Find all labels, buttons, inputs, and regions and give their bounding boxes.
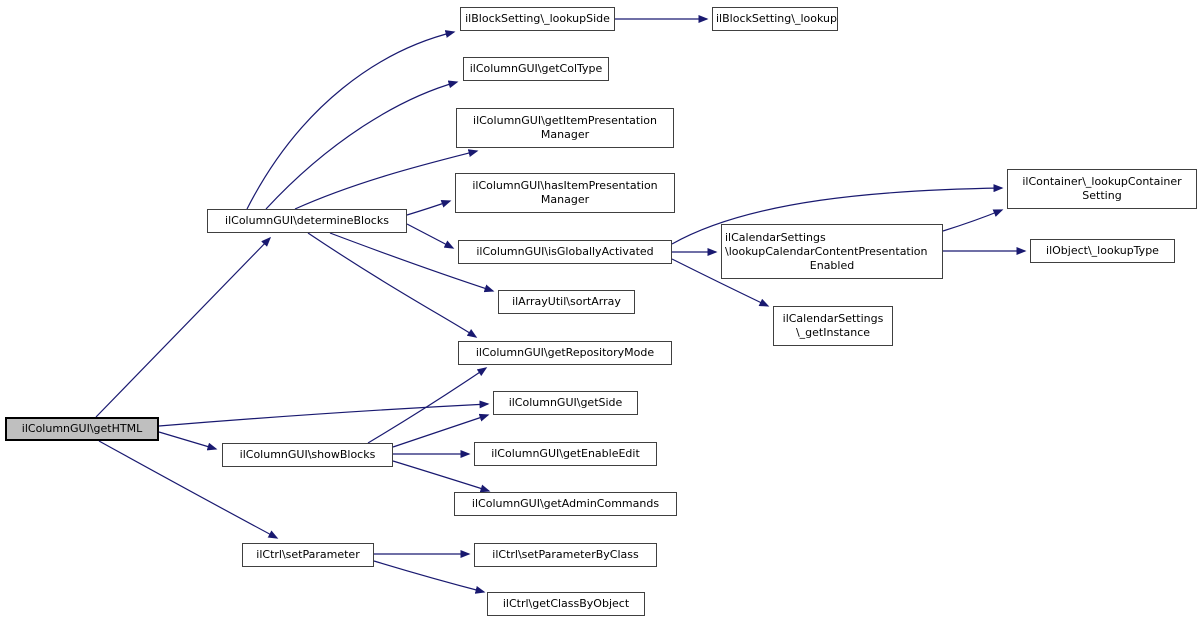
node-label: ilColumnGUI\hasItemPresentation [472,179,658,192]
node-label: ilColumnGUI\isGloballyActivated [476,245,654,258]
node-label: Manager [540,128,590,141]
node-lookupCalendarContentPresentationEnabled[interactable]: ilCalendarSettings\lookupCalendarContent… [721,224,943,279]
node-getRepositoryMode[interactable]: ilColumnGUI\getRepositoryMode [458,341,672,365]
node-getInstance[interactable]: ilCalendarSettings\_getInstance [773,306,893,346]
node-label: \_getInstance [795,326,871,339]
node-label: Setting [1082,189,1122,202]
node-label: Enabled [809,258,855,272]
edge-determineBlocks-to-getRepositoryMode [307,232,478,338]
node-label: ilObject\_lookupType [1046,244,1159,257]
edge-determineBlocks-to-hasItemPresentationManager [406,200,452,216]
node-determineBlocks[interactable]: ilColumnGUI\determineBlocks [207,209,407,233]
node-getAdminCommands[interactable]: ilColumnGUI\getAdminCommands [454,492,677,516]
node-getClassByObject[interactable]: ilCtrl\getClassByObject [487,592,645,616]
node-lookup[interactable]: ilBlockSetting\_lookup [712,7,838,31]
node-label: ilColumnGUI\getHTML [21,422,143,435]
edge-determineBlocks-to-isGloballyActivated [406,223,455,249]
edge-determineBlocks-to-getColType [265,80,459,210]
node-label: \lookupCalendarContentPresentation [725,244,928,258]
node-label: ilCtrl\setParameter [256,548,360,561]
node-label: ilContainer\_lookupContainer [1022,175,1182,188]
edge-showBlocks-to-getSide [392,413,490,448]
edge-determineBlocks-to-lookupSide [246,30,456,210]
node-label: ilArrayUtil\sortArray [512,295,621,308]
node-isGloballyActivated[interactable]: ilColumnGUI\isGloballyActivated [458,240,672,264]
edge-showBlocks-to-getRepositoryMode [367,367,488,444]
node-label: ilCalendarSettings [782,312,884,325]
node-label: ilColumnGUI\getRepositoryMode [475,346,655,359]
node-label: Manager [540,193,590,206]
node-label: ilColumnGUI\getAdminCommands [471,497,660,510]
node-label: ilColumnGUI\getEnableEdit [491,447,640,460]
edge-lookupCalendarContentPresentationEnabled-to-lookupContainerSetting [942,209,1004,232]
node-label: ilCalendarSettings [725,230,826,244]
edge-getHTML-to-showBlocks [158,431,218,451]
edge-showBlocks-to-getAdminCommands [392,460,491,493]
node-label: ilColumnGUI\getItemPresentation [473,114,657,127]
edge-isGloballyActivated-to-lookupContainerSetting [671,184,1004,245]
edge-getHTML-to-determineBlocks [95,236,272,418]
node-label: ilCtrl\setParameterByClass [492,548,639,561]
node-getColType[interactable]: ilColumnGUI\getColType [463,57,609,81]
node-setParameterByClass[interactable]: ilCtrl\setParameterByClass [474,543,657,567]
node-getHTML: ilColumnGUI\getHTML [5,417,159,441]
node-showBlocks[interactable]: ilColumnGUI\showBlocks [222,443,393,467]
edge-isGloballyActivated-to-getInstance [671,258,770,307]
node-lookupSide[interactable]: ilBlockSetting\_lookupSide [460,7,615,31]
edge-getHTML-to-setParameter [98,440,279,539]
node-label: ilBlockSetting\_lookupSide [465,12,610,25]
node-label: ilBlockSetting\_lookup [716,12,837,25]
edge-getHTML-to-getSide [158,400,490,427]
node-lookupType[interactable]: ilObject\_lookupType [1030,239,1175,263]
node-label: ilCtrl\getClassByObject [502,597,630,610]
node-label: ilColumnGUI\getColType [469,62,603,75]
node-label: ilColumnGUI\getSide [508,396,623,409]
node-setParameter[interactable]: ilCtrl\setParameter [242,543,374,567]
edge-setParameter-to-getClassByObject [373,560,486,594]
edge-determineBlocks-to-getItemPresentationManager [294,149,479,210]
edge-determineBlocks-to-sortArray [329,232,495,293]
node-label: ilColumnGUI\determineBlocks [225,214,389,227]
node-label: ilColumnGUI\showBlocks [239,448,376,461]
node-getSide[interactable]: ilColumnGUI\getSide [493,391,638,415]
node-sortArray[interactable]: ilArrayUtil\sortArray [498,290,635,314]
node-getEnableEdit[interactable]: ilColumnGUI\getEnableEdit [474,442,657,466]
